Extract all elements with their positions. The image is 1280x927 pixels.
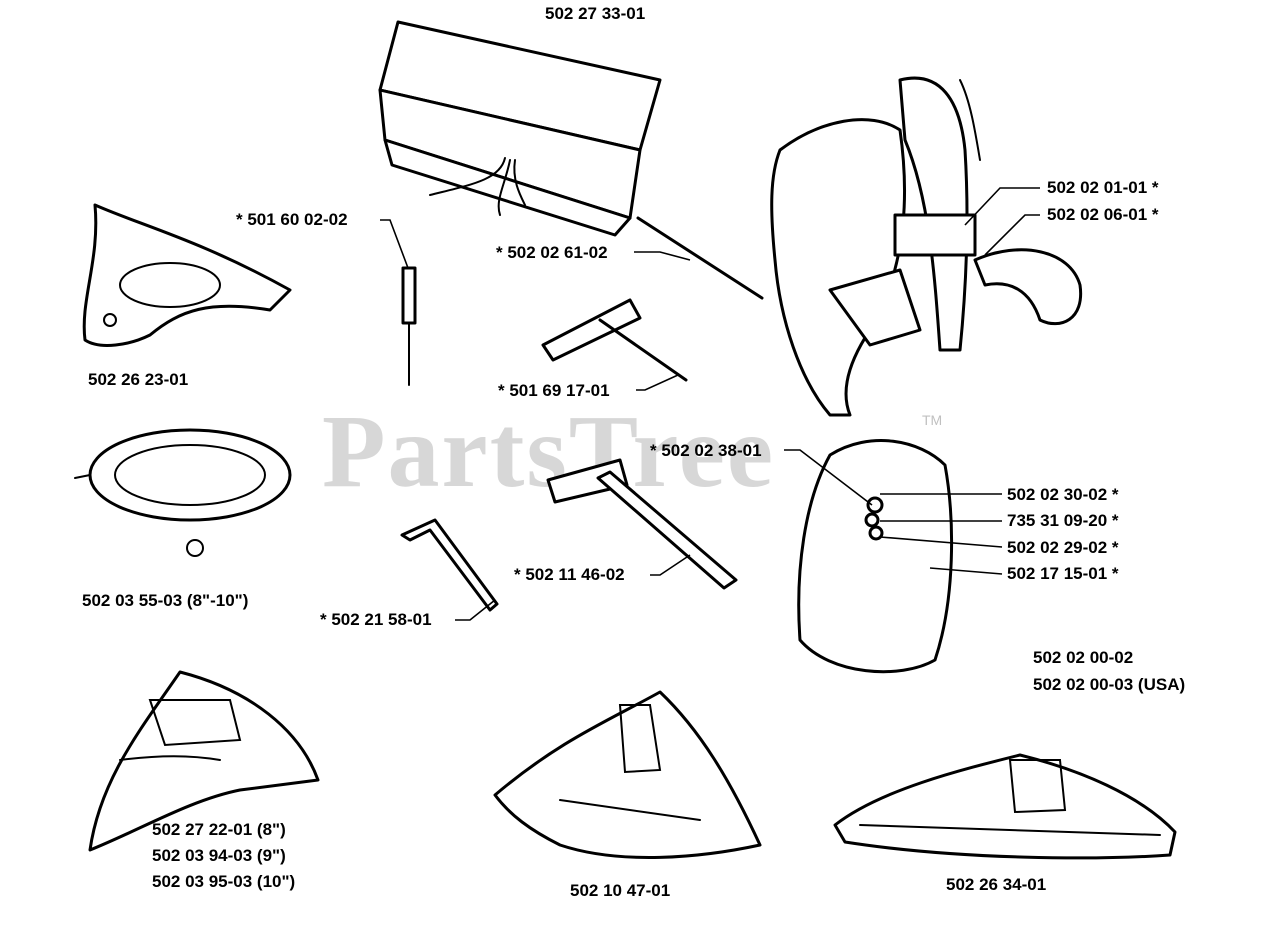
watermark-logo: PartsTree: [322, 394, 776, 509]
part-label: 502 26 23-01: [88, 370, 189, 389]
part-label: 502 27 22-01 (8"): [152, 820, 286, 839]
part-label: 502 02 00-02: [1033, 648, 1134, 667]
part-label: 502 27 33-01: [545, 4, 646, 23]
part-label: 502 02 29-02 *: [1007, 538, 1119, 557]
ring-guard-drawing: [74, 428, 292, 557]
part-label: * 502 02 38-01: [650, 441, 762, 460]
rod-drawing: [636, 216, 764, 300]
trimmer-head-drawing: [82, 203, 292, 347]
t-wrench-drawing: [541, 298, 688, 382]
blade-guard-small-drawing: [88, 670, 320, 852]
part-label: 502 03 55-03 (8"-10"): [82, 591, 249, 610]
leader-lines: [380, 187, 1040, 621]
hip-guard-drawing: [797, 439, 954, 674]
part-label: 502 02 00-03 (USA): [1033, 675, 1186, 694]
part-label: * 502 21 58-01: [320, 610, 432, 629]
part-label: * 502 02 61-02: [496, 243, 608, 262]
harness-drawing: [770, 76, 1083, 417]
part-label: 502 03 95-03 (10"): [152, 872, 296, 891]
blade-guard-medium-drawing: [493, 690, 762, 859]
part-label: 502 10 47-01: [570, 881, 671, 900]
part-label: 502 26 34-01: [946, 875, 1047, 894]
part-label: * 502 11 46-02: [514, 565, 625, 584]
part-label: 502 03 94-03 (9"): [152, 846, 286, 865]
part-label: * 501 60 02-02: [236, 210, 348, 229]
combination-wrench-drawing: [546, 458, 738, 590]
watermark-trademark: TM: [922, 412, 943, 428]
part-label: * 501 69 17-01: [498, 381, 610, 400]
part-label: 502 02 06-01 *: [1047, 205, 1159, 224]
part-label: 735 31 09-20 *: [1007, 511, 1119, 530]
hex-key-drawing: [400, 518, 499, 612]
blade-guard-large-drawing: [833, 753, 1177, 860]
part-label: 502 17 15-01 *: [1007, 564, 1119, 583]
part-label: 502 02 01-01 *: [1047, 178, 1159, 197]
tool-bag-drawing: [378, 20, 662, 237]
part-label: 502 02 30-02 *: [1007, 485, 1119, 504]
screwdriver-drawing: [401, 266, 417, 386]
